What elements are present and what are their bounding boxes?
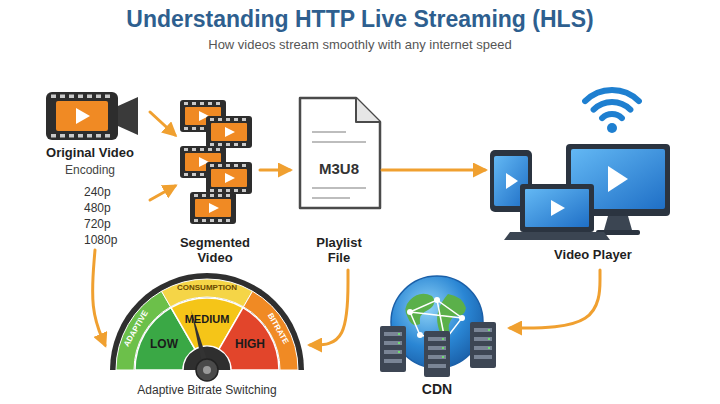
bitrate-gauge xyxy=(110,273,304,370)
video-camera-icon xyxy=(56,101,108,131)
player-devices xyxy=(490,144,670,240)
cdn-globe xyxy=(437,294,466,335)
cdn-servers xyxy=(470,322,496,368)
node-label: 480p xyxy=(84,202,128,216)
player-devices xyxy=(525,189,589,227)
cdn-globe xyxy=(407,309,413,315)
wifi-symbol xyxy=(607,123,617,133)
segment-frames xyxy=(206,162,252,194)
playlist-document xyxy=(356,98,380,122)
node-label: HIGH xyxy=(228,338,272,352)
wifi-symbol xyxy=(602,114,622,118)
cdn-globe xyxy=(405,294,434,325)
player-devices xyxy=(520,184,594,232)
player-devices xyxy=(604,216,632,230)
cdn-node: CDN xyxy=(365,278,510,400)
node-label: Segmented Video xyxy=(177,236,253,266)
node-label: LOW xyxy=(142,338,186,352)
player-devices xyxy=(504,232,610,240)
cdn-globe xyxy=(459,315,465,321)
player-devices xyxy=(608,166,628,192)
flow-arrow xyxy=(150,186,175,200)
node-label: Original Video xyxy=(30,146,150,161)
node-label: CONSUMPTION xyxy=(167,283,247,292)
node-label: Video Player xyxy=(533,248,653,263)
node-label: MEDIUM xyxy=(179,313,235,326)
segments-node: Segmented Video xyxy=(175,95,260,267)
segment-frames xyxy=(190,192,236,224)
wifi-symbol xyxy=(594,102,631,110)
flow-arrow xyxy=(260,169,290,172)
flow-arrow xyxy=(310,270,348,345)
cdn-globe xyxy=(417,332,423,338)
playlist-node: M3U8Playlist File xyxy=(290,95,382,270)
wifi-symbol xyxy=(585,90,639,133)
wifi-symbol xyxy=(585,90,639,101)
node-label: Playlist File xyxy=(308,236,370,266)
video-camera-icon xyxy=(46,92,118,140)
player-devices xyxy=(551,200,565,216)
node-label: CDN xyxy=(407,381,467,397)
video-camera-icon xyxy=(46,92,138,140)
bitrate-gauge-node: ADAPTIVECONSUMPTIONBITRATELOWMEDIUMHIGHA… xyxy=(105,272,310,400)
node-label: Encoding xyxy=(30,164,150,178)
flow-arrow xyxy=(150,112,175,135)
cdn-servers xyxy=(424,331,450,377)
segment-frames xyxy=(180,100,252,224)
node-label: M3U8 xyxy=(299,160,379,177)
video-camera-icon xyxy=(76,108,90,124)
source-video-node: Original VideoEncoding 240p 480p 720p 1080p xyxy=(30,85,150,250)
video-camera-icon xyxy=(51,95,110,138)
subtitle-text: How videos stream smoothly with any inte… xyxy=(0,38,720,53)
bitrate-gauge xyxy=(110,273,304,381)
diagram-title: Understanding HTTP Live Streaming (HLS) xyxy=(0,6,720,32)
cdn-globe xyxy=(434,297,440,303)
node-label: 240p xyxy=(84,186,128,200)
flow-arrow xyxy=(510,270,600,328)
node-label: 720p xyxy=(84,218,128,232)
player-devices xyxy=(506,173,518,189)
bitrate-gauge xyxy=(203,366,211,374)
segment-frames xyxy=(206,116,252,148)
video-camera-icon xyxy=(118,97,138,135)
node-label: Adaptive Bitrate Switching xyxy=(107,384,307,398)
playlist-document xyxy=(300,98,380,208)
node-label: ADAPTIVE xyxy=(117,300,155,357)
player-node: Video Player xyxy=(485,135,675,270)
playlist-document xyxy=(300,98,380,208)
cdn-servers xyxy=(380,326,406,372)
cdn-servers xyxy=(380,322,496,377)
node-label: 1080p xyxy=(84,234,128,248)
flow-arrow xyxy=(382,169,485,172)
bitrate-gauge xyxy=(196,359,218,381)
flow-arrow xyxy=(93,250,105,345)
